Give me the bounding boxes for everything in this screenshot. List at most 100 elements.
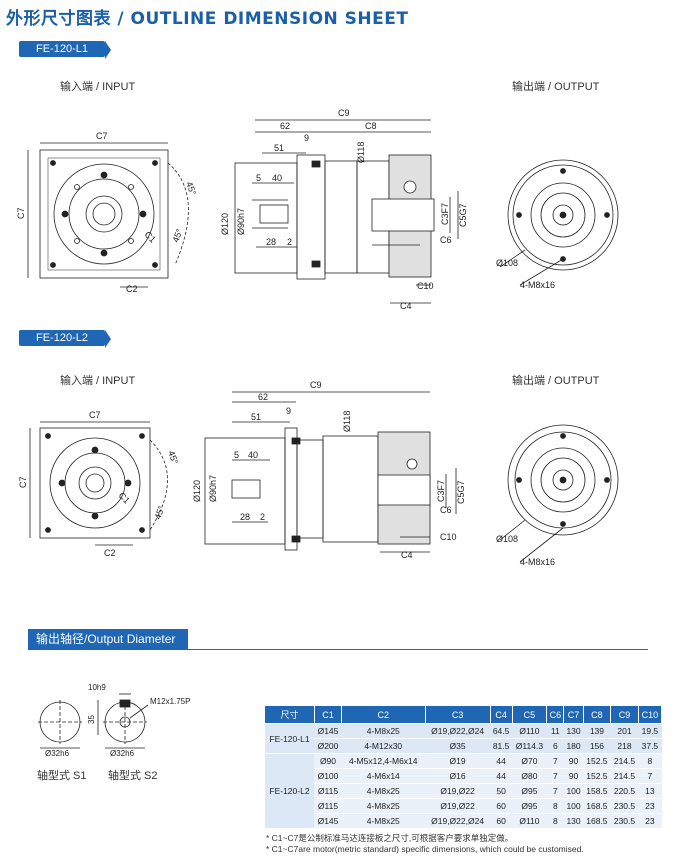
table-header: 尺寸 bbox=[264, 705, 315, 724]
input-view-l2 bbox=[29, 421, 168, 546]
dim-m12: M12x1.75P bbox=[150, 697, 190, 706]
dim-c6-l2: C6 bbox=[440, 505, 452, 515]
table-cell: 168.5 bbox=[583, 813, 611, 829]
table-cell: Ø19,Ø22,Ø24 bbox=[425, 813, 491, 829]
table-cell: Ø19,Ø22 bbox=[425, 783, 491, 799]
table-cell: 4-M8x25 bbox=[341, 798, 426, 814]
table-cell: 7 bbox=[546, 783, 564, 799]
dim-90-l1: Ø90h7 bbox=[236, 208, 246, 235]
table-cell: 4-M12x30 bbox=[341, 738, 426, 754]
dim-c10-l2: C10 bbox=[440, 532, 457, 542]
table-cell: 8 bbox=[546, 813, 564, 829]
table-cell: 156 bbox=[583, 738, 611, 754]
dim-c7-top-l2: C7 bbox=[89, 410, 101, 420]
table-cell: Ø145 bbox=[314, 813, 342, 829]
table-header: C8 bbox=[582, 705, 612, 724]
dim-c4-l2: C4 bbox=[401, 550, 413, 560]
table-cell: 230.5 bbox=[610, 813, 639, 829]
table-cell: Ø110 bbox=[512, 813, 547, 829]
table-cell: 13 bbox=[638, 783, 662, 799]
table-cell: 214.5 bbox=[610, 768, 639, 784]
dim-45a-l1: 45° bbox=[184, 180, 198, 197]
table-cell: 230.5 bbox=[610, 798, 639, 814]
table-cell: 19.5 bbox=[638, 723, 662, 739]
shaft-drawings: 10h9 M12x1.75P 35 Ø32h6 Ø32h6 bbox=[38, 683, 190, 758]
table-cell: 130 bbox=[563, 813, 584, 829]
shaft-s1-label: 轴型式 S1 bbox=[37, 770, 87, 782]
dim-c6-l1: C6 bbox=[440, 235, 452, 245]
table-header-row: 尺寸 C1 C2 C3 C4 C5 C6 C7 C8 C9 C10 bbox=[264, 705, 663, 724]
table-cell: 7 bbox=[546, 768, 564, 784]
dim-32-s1: Ø32h6 bbox=[45, 749, 70, 758]
side-view-l1 bbox=[234, 119, 459, 304]
output-view-l2 bbox=[499, 424, 619, 563]
table-header: C2 bbox=[340, 705, 426, 724]
dim-c7-left-l2: C7 bbox=[18, 476, 28, 488]
table-header: C1 bbox=[313, 705, 342, 724]
dim-28-l1: 28 bbox=[266, 237, 276, 247]
dim-c5-l1: C5G7 bbox=[458, 203, 468, 227]
table-cell: 50 bbox=[490, 783, 513, 799]
table-cell: 23 bbox=[638, 798, 662, 814]
model-tag-l1: FE-120-L1 bbox=[19, 41, 111, 59]
table-cell: Ø115 bbox=[314, 783, 342, 799]
table-cell: 44 bbox=[490, 753, 513, 769]
table-header: C4 bbox=[489, 705, 513, 724]
table-header: C10 bbox=[637, 705, 663, 724]
side-view-l2 bbox=[204, 391, 457, 553]
table-cell: 139 bbox=[583, 723, 611, 739]
table-header: C9 bbox=[610, 705, 639, 724]
dim-c7-top-l1: C7 bbox=[96, 131, 108, 141]
table-cell: Ø35 bbox=[425, 738, 491, 754]
dim-c10-l1: C10 bbox=[417, 281, 434, 291]
dim-10h9: 10h9 bbox=[88, 683, 106, 692]
note-cn: * C1~C7是公制标准马达连接板之尺寸,可根据客户要求单独定做。 bbox=[266, 833, 514, 843]
dim-108-l1: Ø108 bbox=[496, 258, 518, 268]
table-cell: 201 bbox=[610, 723, 639, 739]
dim-c3-l1: C3F7 bbox=[440, 203, 450, 225]
dim-c2-l1: C2 bbox=[126, 284, 138, 294]
table-cell: Ø145 bbox=[314, 723, 342, 739]
table-cell: Ø19,Ø22,Ø24 bbox=[425, 723, 491, 739]
table-cell: 64.5 bbox=[490, 723, 513, 739]
input-label-l2: 输入端 / INPUT bbox=[60, 375, 136, 387]
dim-45a-l2: 45° bbox=[166, 449, 180, 466]
table-cell: 90 bbox=[563, 768, 584, 784]
table-cell: 90 bbox=[563, 753, 584, 769]
table-cell: Ø114.3 bbox=[512, 738, 547, 754]
dim-5-l1: 5 bbox=[256, 173, 261, 183]
table-cell: 130 bbox=[563, 723, 584, 739]
table-cell: 4-M5x12,4-M6x14 bbox=[341, 753, 426, 769]
dim-c9-l2: C9 bbox=[310, 380, 322, 390]
dim-m8-l2: 4-M8x16 bbox=[520, 557, 555, 567]
dim-118-l2: Ø118 bbox=[342, 411, 352, 432]
drawing-l2: C7 C7 45° 45° C1 C2 C9 62 9 51 Ø118 5 40… bbox=[18, 380, 619, 567]
table-cell: Ø90 bbox=[314, 753, 342, 769]
table-cell: 4-M6x14 bbox=[341, 768, 426, 784]
dim-120-l1: Ø120 bbox=[220, 213, 230, 235]
output-view-l1 bbox=[499, 159, 619, 286]
drawing-l1: C7 C7 45° 45° C1 C2 C9 62 C8 9 51 Ø118 5… bbox=[16, 108, 619, 311]
table-group-name: FE-120-L2 bbox=[264, 753, 315, 829]
dim-m8-l1: 4-M8x16 bbox=[520, 280, 555, 290]
table-cell: 220.5 bbox=[610, 783, 639, 799]
table-header: C6 bbox=[546, 705, 565, 724]
dim-c4-l1: C4 bbox=[400, 301, 412, 311]
table-cell: Ø19,Ø22 bbox=[425, 798, 491, 814]
table-cell: 37.5 bbox=[638, 738, 662, 754]
table-cell: 158.5 bbox=[583, 783, 611, 799]
table-cell: 60 bbox=[490, 798, 513, 814]
dim-c9-l1: C9 bbox=[338, 108, 350, 118]
dim-9-l2: 9 bbox=[286, 406, 291, 416]
table-cell: 152.5 bbox=[583, 768, 611, 784]
dim-32-s2: Ø32h6 bbox=[110, 749, 135, 758]
table-cell: 6 bbox=[546, 738, 564, 754]
dim-c8-l1: C8 bbox=[365, 121, 377, 131]
model-tag-l2: FE-120-L2 bbox=[19, 330, 111, 348]
dim-c5-l2: C5G7 bbox=[456, 480, 466, 504]
dim-45b-l1: 45° bbox=[170, 227, 184, 244]
dim-108-l2: Ø108 bbox=[496, 534, 518, 544]
